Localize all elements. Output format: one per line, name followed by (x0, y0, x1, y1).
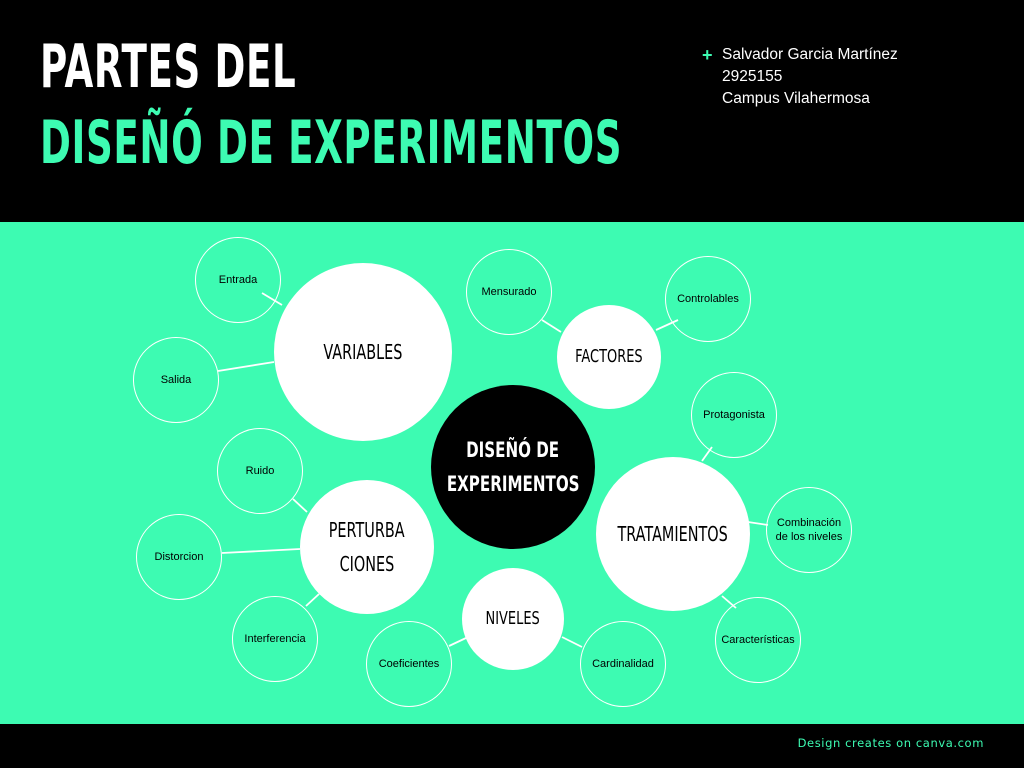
title-line-2: DISEÑÓ DE EXPERIMENTOS (40, 108, 623, 178)
node-perturbaciones-line2: CIONES (339, 552, 395, 576)
connector-coeficientes (448, 637, 467, 647)
header: PARTES DEL DISEÑÓ DE EXPERIMENTOS + Salv… (0, 0, 1024, 222)
author-id: 2925155 (722, 68, 783, 85)
node-mensurado: Mensurado (466, 249, 552, 335)
node-interferencia: Interferencia (232, 596, 318, 682)
plus-icon: + (702, 45, 713, 65)
node-cardinalidad-label: Cardinalidad (592, 658, 654, 670)
node-entrada-label: Entrada (218, 274, 258, 286)
connector-lines (217, 292, 769, 648)
connector-interferencia (305, 593, 320, 607)
connector-distorcion (221, 548, 301, 554)
node-salida-label: Salida (160, 374, 192, 386)
author-campus: Campus Vilahermosa (722, 90, 870, 107)
node-ruido-label: Ruido (245, 465, 275, 477)
connector-cardinalidad (561, 636, 583, 648)
connector-combinacion (747, 521, 769, 526)
node-controlables: Controlables (665, 256, 751, 342)
node-niveles-label: NIVELES (485, 608, 541, 629)
node-variables-label: VARIABLES (323, 340, 403, 364)
node-niveles: NIVELES (462, 568, 564, 670)
node-ruido: Ruido (217, 428, 303, 514)
node-interferencia-label: Interferencia (244, 633, 306, 645)
node-factores: FACTORES (557, 305, 661, 409)
node-entrada: Entrada (195, 237, 281, 323)
node-distorcion-label: Distorcion (154, 551, 204, 563)
node-factores-label: FACTORES (575, 346, 643, 367)
node-coeficientes: Coeficientes (366, 621, 452, 707)
node-combinacion: Combinación de los niveles (766, 487, 852, 573)
node-variables: VARIABLES (274, 263, 452, 441)
node-center-line1: DISEÑÓ DE (466, 438, 560, 462)
node-distorcion: Distorcion (136, 514, 222, 600)
node-cardinalidad: Cardinalidad (580, 621, 666, 707)
connector-mensurado (541, 319, 562, 333)
node-caracteristicas: Características (715, 597, 801, 683)
footer: Design creates on canva.com (0, 724, 1024, 768)
node-tratamientos-label: TRATAMIENTOS (617, 522, 729, 546)
node-center-line2: EXPERIMENTOS (446, 472, 580, 496)
connector-ruido (292, 498, 308, 513)
node-controlables-label: Controlables (677, 293, 739, 305)
node-salida: Salida (133, 337, 219, 423)
node-protagonista: Protagonista (691, 372, 777, 458)
node-caracteristicas-label: Características (721, 634, 795, 646)
author-name: Salvador Garcia Martínez (722, 46, 898, 63)
connector-salida (217, 361, 275, 372)
mind-map: VARIABLES FACTORES TRATAMIENTOS NIVELES … (0, 222, 1024, 724)
node-mensurado-label: Mensurado (481, 286, 537, 298)
node-tratamientos: TRATAMIENTOS (596, 457, 750, 611)
node-coeficientes-label: Coeficientes (378, 658, 440, 670)
node-perturbaciones-line1: PERTURBA (329, 518, 405, 542)
node-perturbaciones: PERTURBA CIONES (300, 480, 434, 614)
footer-credit: Design creates on canva.com (797, 736, 984, 750)
node-protagonista-label: Protagonista (703, 409, 765, 421)
node-combinacion-label: Combinación de los niveles (775, 517, 843, 543)
node-center: DISEÑÓ DE EXPERIMENTOS (431, 385, 595, 549)
title-line-1: PARTES DEL (40, 32, 297, 102)
